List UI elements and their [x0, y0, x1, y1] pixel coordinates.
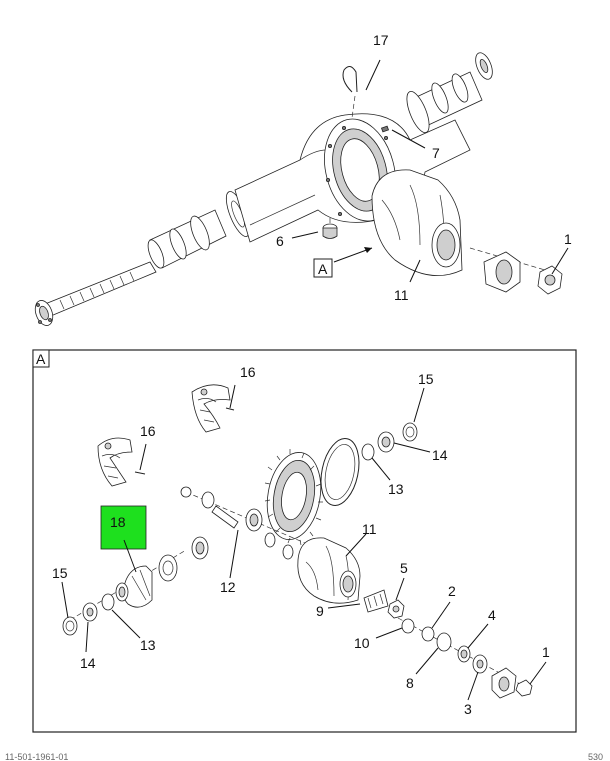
- ring-gear: [264, 449, 323, 546]
- label-5: 5: [400, 560, 408, 576]
- pinion-bearing-stack: [375, 601, 547, 701]
- label-18-highlight: 18: [110, 514, 126, 530]
- label-15-right: 15: [418, 371, 434, 387]
- label-13-right: 13: [388, 481, 404, 497]
- highlight-callout-box: [100, 505, 147, 550]
- label-1: 1: [564, 231, 572, 247]
- right-bearing-stack: [361, 387, 431, 481]
- detail-view-title: A: [36, 351, 46, 367]
- label-12: 12: [220, 579, 236, 595]
- label-15-left: 15: [52, 565, 68, 581]
- differential-gears: [180, 486, 327, 579]
- label-8: 8: [406, 675, 414, 691]
- bearing-cap-left: [97, 437, 147, 487]
- label-1-detail: 1: [542, 644, 550, 660]
- differential-carrier: [371, 169, 546, 276]
- carrier-detail: [297, 533, 367, 604]
- footer-drawing-number: 11-501-1961-01: [5, 752, 68, 761]
- label-4: 4: [488, 607, 496, 623]
- label-11: 11: [394, 287, 409, 303]
- label-9: 9: [316, 603, 324, 619]
- drive-pinion: [327, 577, 405, 619]
- axle-assembly-drawing: [34, 52, 569, 326]
- label-a: A: [318, 261, 328, 277]
- left-axle-shaft: [34, 261, 157, 326]
- label-16-left: 16: [140, 423, 156, 439]
- thrust-ring: [320, 438, 360, 506]
- differential-case: [69, 536, 209, 621]
- label-17: 17: [373, 32, 389, 48]
- label-13-left: 13: [140, 637, 156, 653]
- label-3: 3: [464, 701, 472, 717]
- label-2: 2: [448, 583, 456, 599]
- label-10: 10: [354, 635, 370, 651]
- label-14-left: 14: [80, 655, 96, 671]
- label-11-detail: 11: [362, 521, 377, 537]
- differential-exploded-drawing: [61, 384, 547, 701]
- left-spindle: [147, 191, 251, 269]
- detail-view-frame: [32, 349, 577, 733]
- yoke-and-nut: [483, 251, 563, 295]
- footer-page-number: 530: [588, 752, 603, 761]
- label-7: 7: [432, 145, 440, 161]
- detail-view-tag: [32, 349, 50, 368]
- view-a-marker: [313, 258, 333, 278]
- label-6: 6: [276, 233, 284, 249]
- right-spindle: [406, 52, 493, 134]
- label-14-right: 14: [432, 447, 448, 463]
- clip-pin: [342, 66, 358, 119]
- left-bearing-stack: [61, 581, 141, 653]
- label-16-upper: 16: [240, 364, 256, 380]
- bearing-cap-upper: [191, 384, 236, 433]
